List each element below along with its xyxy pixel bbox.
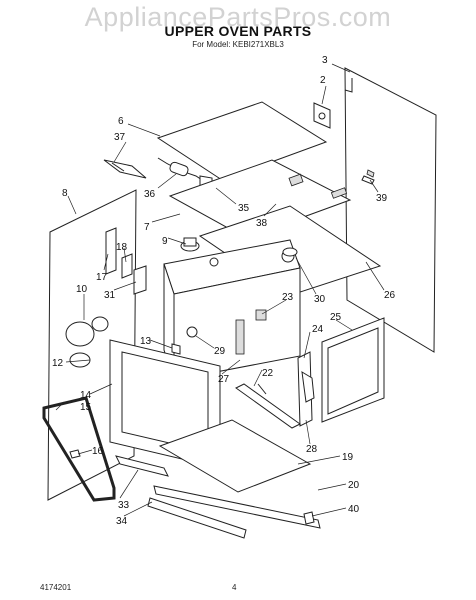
callout-labels: 3 2 6 37 8 36 35 38 39 7 9 18 17 31 10 3… (52, 55, 396, 527)
part-clip (103, 159, 147, 179)
callout-24: 24 (312, 324, 324, 335)
callout-10: 10 (76, 284, 88, 295)
part-fan-motor (180, 237, 200, 252)
callout-17: 17 (96, 272, 108, 283)
callout-12: 12 (52, 358, 64, 369)
part-small-brackets (105, 227, 147, 295)
callout-16: 16 (92, 446, 104, 457)
callout-29: 29 (214, 346, 226, 357)
document-number: 4174201 (40, 583, 72, 592)
callout-8: 8 (62, 188, 68, 199)
callout-22: 22 (262, 368, 274, 379)
callout-27: 27 (218, 374, 230, 385)
callout-34: 34 (116, 516, 128, 527)
callout-28: 28 (306, 444, 318, 455)
callout-15: 15 (80, 402, 92, 413)
part-top-panel (156, 101, 328, 181)
part-latch-clip (171, 343, 181, 355)
model-line: For Model: KEBI271XBL3 (192, 40, 284, 49)
callout-39: 39 (376, 193, 388, 204)
callout-36: 36 (144, 189, 156, 200)
callout-25: 25 (330, 312, 342, 323)
part-gasket (42, 396, 116, 502)
watermark: AppliancePartsPros.com (84, 2, 392, 32)
callout-26: 26 (384, 290, 396, 301)
callout-18: 18 (116, 242, 128, 253)
leader-lines (55, 63, 385, 517)
callout-23: 23 (282, 292, 294, 303)
part-bottom-panel (158, 419, 312, 493)
part-light-assembly (65, 316, 109, 368)
part-screw-40 (303, 511, 315, 525)
part-strip-33 (115, 455, 169, 477)
callout-31: 31 (104, 290, 116, 301)
part-bottom-trim (147, 485, 321, 539)
page-title: UPPER OVEN PARTS (164, 23, 312, 39)
part-bracket (313, 102, 331, 129)
part-rear-panel (344, 67, 437, 353)
part-rails (235, 383, 301, 429)
callout-14: 14 (80, 390, 92, 401)
callout-33: 33 (118, 500, 130, 511)
callout-20: 20 (348, 480, 360, 491)
page-number: 4 (232, 583, 237, 592)
callout-6: 6 (118, 116, 124, 127)
callout-7: 7 (144, 222, 150, 233)
callout-30: 30 (314, 294, 326, 305)
callout-9: 9 (162, 236, 168, 247)
part-clip-16 (69, 449, 81, 459)
callout-3: 3 (322, 55, 328, 66)
callout-13: 13 (140, 336, 152, 347)
part-heat-shield (168, 159, 352, 239)
callout-37: 37 (114, 132, 126, 143)
part-side-panel-25 (321, 317, 385, 423)
callout-2: 2 (320, 75, 326, 86)
callout-38: 38 (256, 218, 268, 229)
callout-19: 19 (342, 452, 354, 463)
part-hinge (297, 351, 315, 427)
part-grommet (282, 247, 298, 257)
callout-35: 35 (238, 203, 250, 214)
callout-40: 40 (348, 504, 360, 515)
